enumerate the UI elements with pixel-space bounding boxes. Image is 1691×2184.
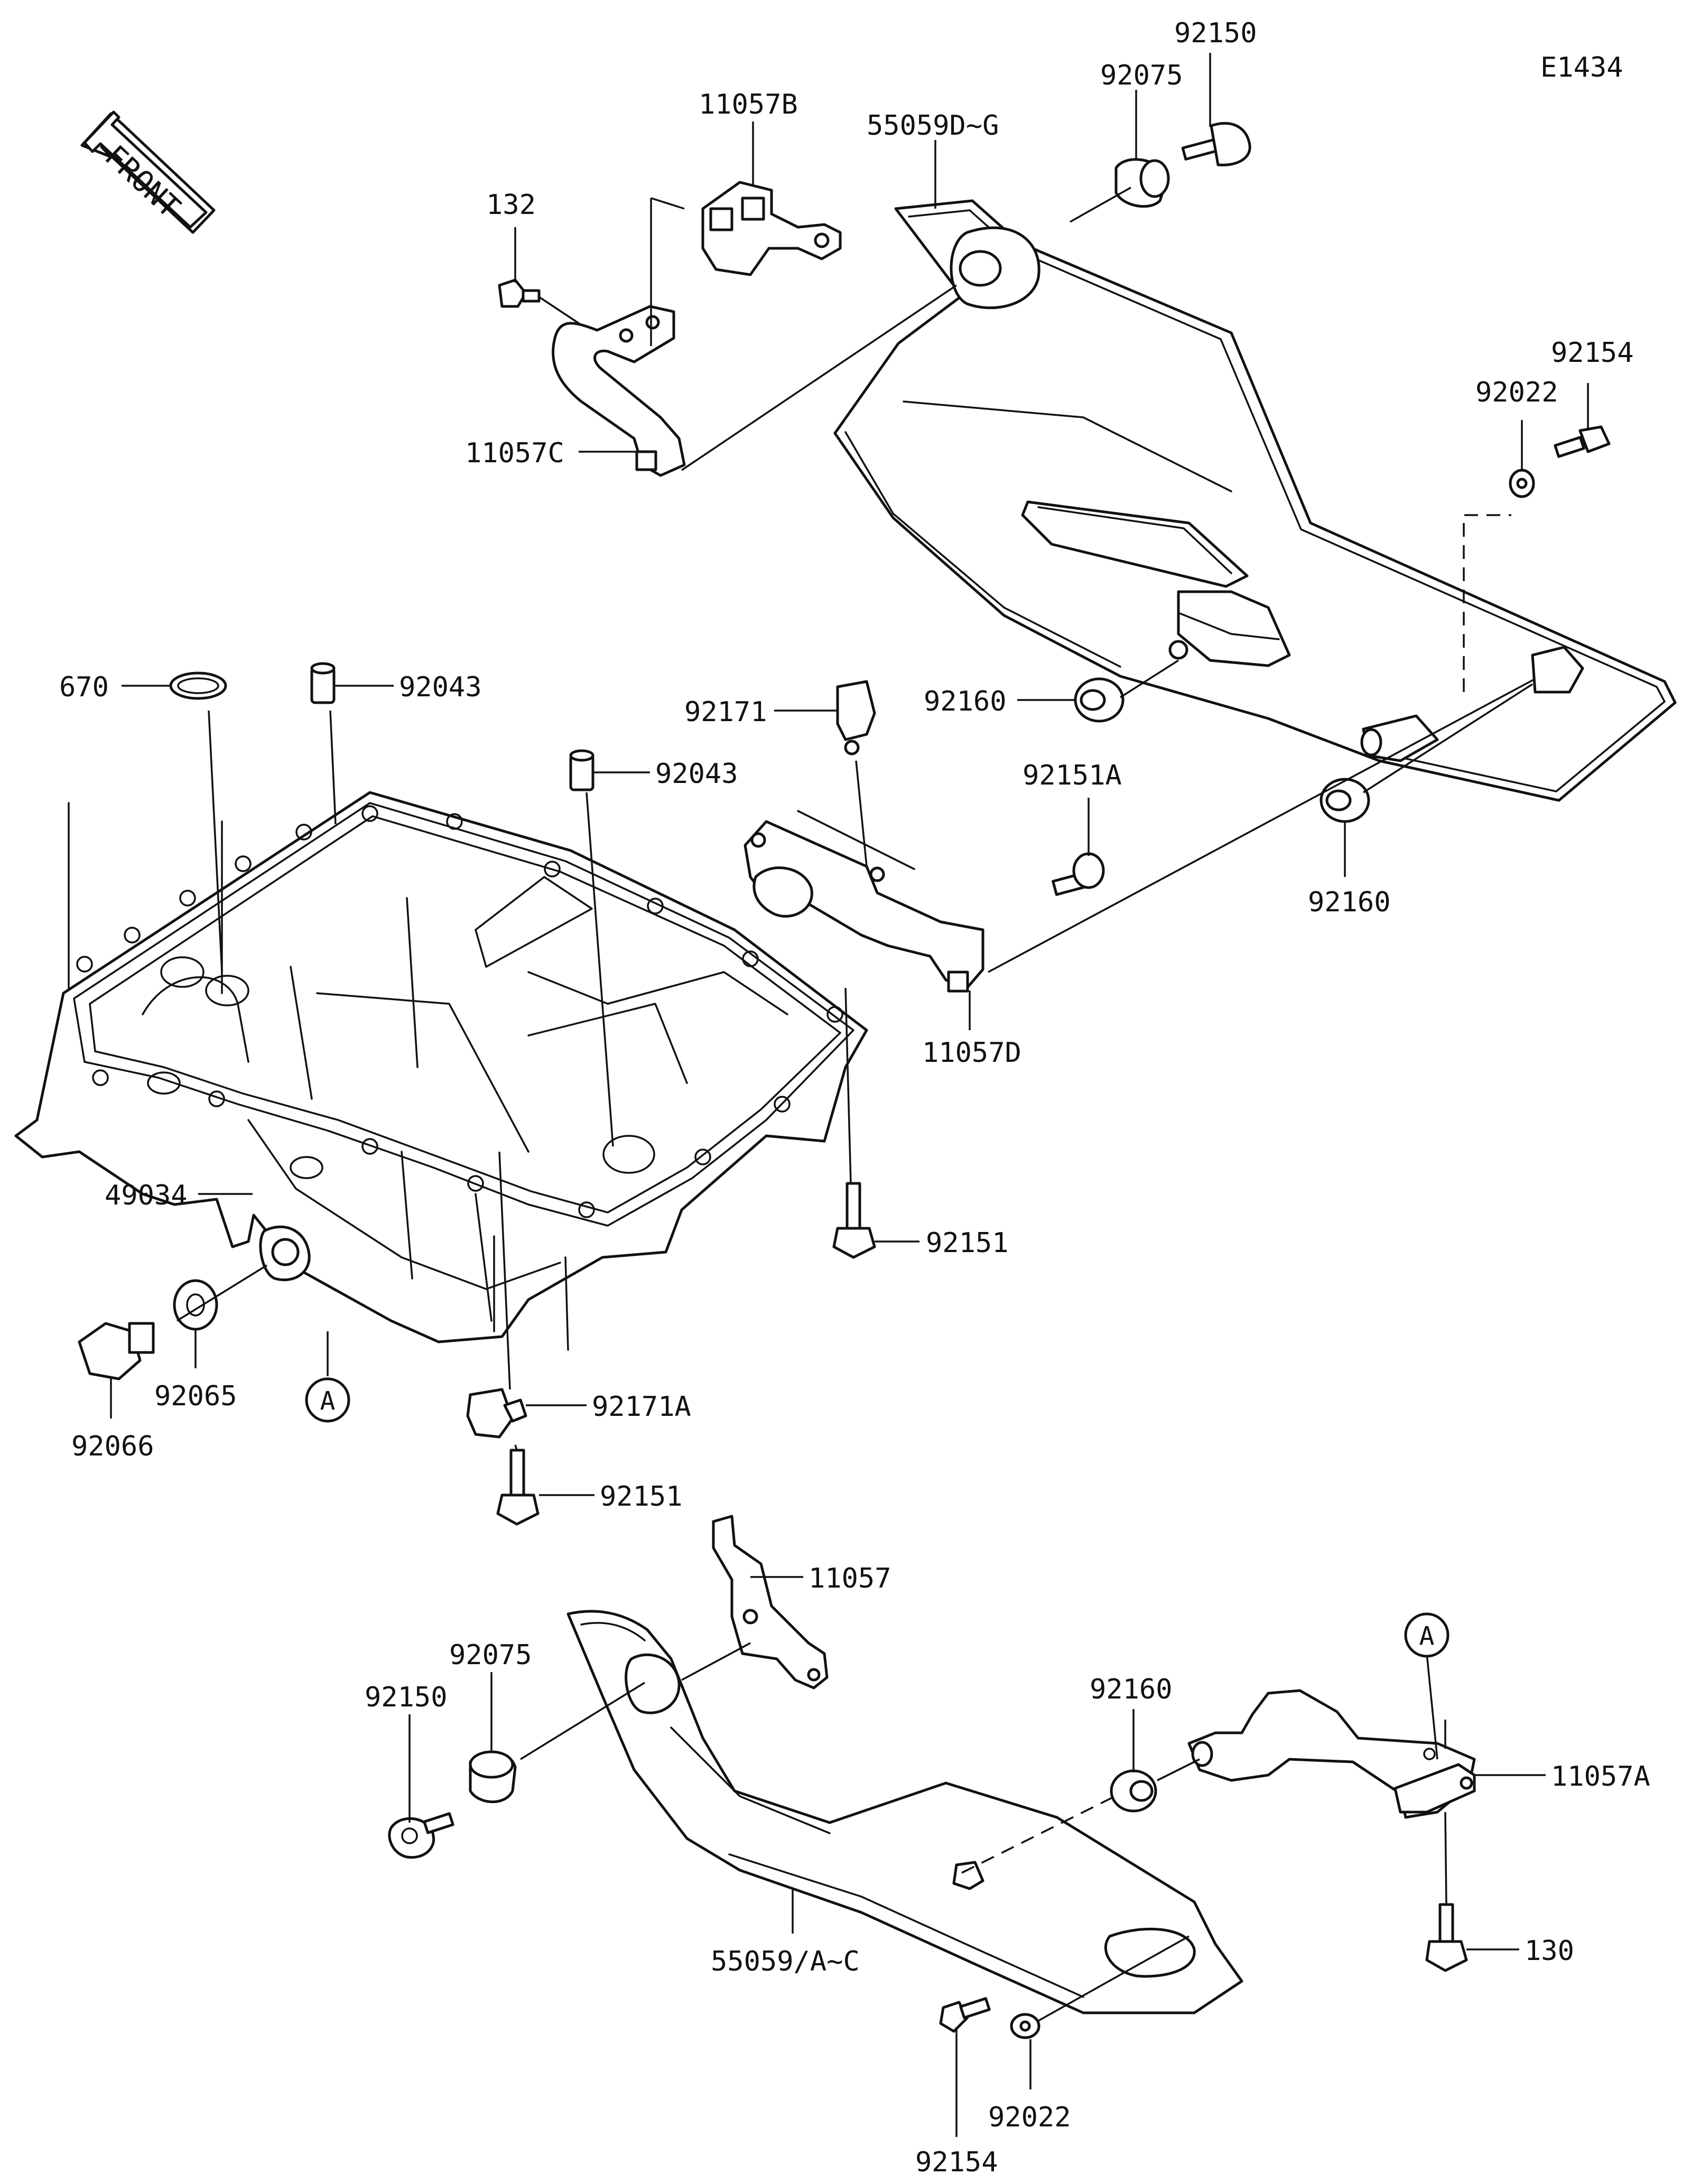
label-55059DG: 55059D~G bbox=[867, 110, 999, 142]
label-11057C: 11057C bbox=[465, 437, 564, 469]
part-labels: 92150 92075 11057B 55059D~G 132 11057C 9… bbox=[59, 17, 1650, 2178]
diagram-code: E1434 bbox=[1540, 52, 1623, 83]
o-ring-670 bbox=[169, 671, 227, 700]
grommet-92075-top bbox=[1114, 158, 1170, 208]
label-92075-bot: 92075 bbox=[449, 1639, 532, 1671]
assembly-lines bbox=[68, 186, 1536, 2022]
front-arrow-icon: FRONT bbox=[80, 110, 216, 234]
label-92171: 92171 bbox=[684, 696, 767, 728]
grommet-92075-bot bbox=[469, 1750, 517, 1804]
label-92075-top: 92075 bbox=[1100, 60, 1183, 91]
label-11057B: 11057B bbox=[699, 89, 798, 120]
bolt-92150-top bbox=[1181, 122, 1251, 166]
bracket-11057 bbox=[712, 1515, 829, 1690]
washer-92022-top bbox=[1509, 469, 1535, 498]
label-92154-bot: 92154 bbox=[915, 2146, 998, 2178]
label-92151-low: 92151 bbox=[600, 1481, 683, 1513]
ref-marker-a-right: A bbox=[1404, 1612, 1450, 1658]
bolt-92151-low bbox=[496, 1449, 540, 1526]
label-11057D: 11057D bbox=[922, 1037, 1021, 1069]
bolt-132 bbox=[498, 278, 541, 308]
bolt-92151-right bbox=[832, 1182, 876, 1259]
label-92150-top: 92150 bbox=[1174, 17, 1257, 49]
label-92160-bot: 92160 bbox=[1090, 1674, 1173, 1705]
label-92160-right: 92160 bbox=[1308, 886, 1391, 918]
washer-92065 bbox=[173, 1279, 218, 1331]
bracket-11057A bbox=[1187, 1689, 1476, 1819]
label-49034: 49034 bbox=[105, 1180, 188, 1211]
label-92154-top: 92154 bbox=[1551, 337, 1634, 369]
upper-cowl bbox=[833, 199, 1677, 802]
bracket-11057B bbox=[701, 181, 842, 276]
drain-plug-92066 bbox=[78, 1322, 155, 1380]
dowel-92043-left bbox=[310, 662, 336, 704]
ref-marker-a-left: A bbox=[305, 1377, 350, 1423]
label-92022-top: 92022 bbox=[1475, 377, 1558, 408]
bolt-92151A bbox=[1052, 852, 1105, 896]
bracket-11057C bbox=[552, 305, 686, 477]
bolt-92154-top bbox=[1554, 425, 1611, 458]
bolt-92150-bot bbox=[388, 1812, 454, 1859]
dowel-92043-mid bbox=[569, 749, 594, 791]
ref-marker-a-right-label: A bbox=[1419, 1621, 1435, 1651]
label-92043-left: 92043 bbox=[399, 671, 482, 703]
ref-marker-a-left-label: A bbox=[320, 1386, 336, 1416]
washer-92022-bot bbox=[1010, 2013, 1040, 2039]
label-92022-bot: 92022 bbox=[988, 2102, 1071, 2133]
bracket-11057D bbox=[744, 820, 984, 993]
clip-92171A bbox=[466, 1388, 527, 1439]
label-92043-mid: 92043 bbox=[655, 758, 738, 790]
lower-cowl bbox=[566, 1610, 1243, 2014]
label-11057: 11057 bbox=[809, 1563, 891, 1594]
label-92150-bot: 92150 bbox=[365, 1682, 448, 1713]
label-92065: 92065 bbox=[154, 1380, 237, 1412]
label-92066: 92066 bbox=[71, 1431, 154, 1462]
bolt-92154-bot bbox=[939, 1997, 991, 2033]
label-130: 130 bbox=[1525, 1935, 1574, 1967]
label-92160-mid: 92160 bbox=[924, 686, 1007, 717]
label-92151A: 92151A bbox=[1023, 760, 1122, 791]
label-11057A: 11057A bbox=[1551, 1761, 1650, 1793]
grommet-92160-mid bbox=[1074, 677, 1125, 723]
label-92151-right: 92151 bbox=[926, 1227, 1009, 1259]
grommet-92160-bot bbox=[1110, 1769, 1157, 1813]
label-55059AC: 55059/A~C bbox=[711, 1946, 860, 1977]
bolt-130 bbox=[1425, 1903, 1468, 1972]
oil-pan bbox=[14, 791, 868, 1343]
grommet-92160-right bbox=[1320, 778, 1370, 823]
label-132: 132 bbox=[486, 189, 536, 221]
label-670: 670 bbox=[59, 671, 109, 703]
label-92171A: 92171A bbox=[592, 1391, 691, 1423]
clip-92171 bbox=[836, 680, 876, 755]
label-leaders bbox=[110, 53, 1589, 2137]
